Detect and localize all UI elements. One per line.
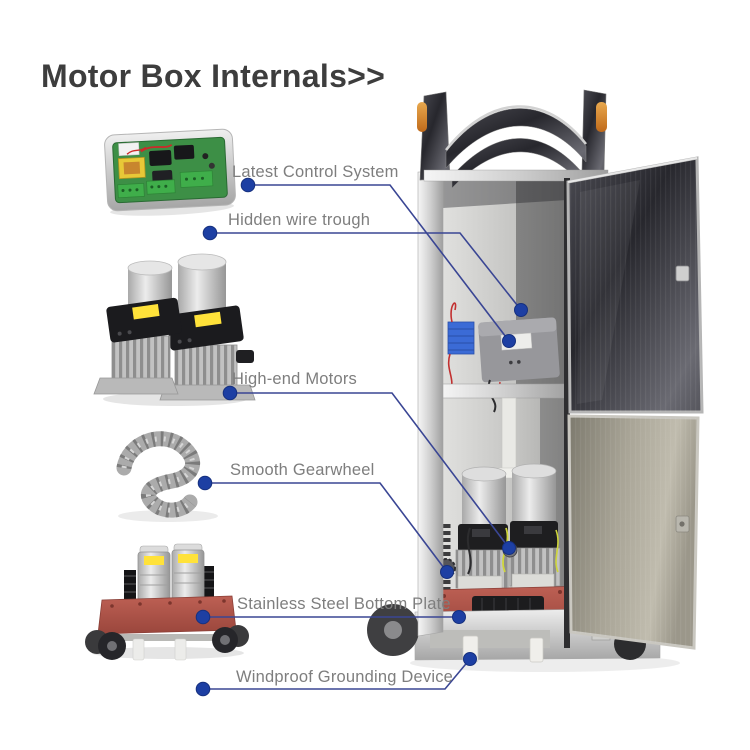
motors-photo	[93, 253, 256, 406]
callout-label-wire-trough: Hidden wire trough	[228, 211, 371, 229]
callout-lines	[203, 184, 522, 690]
line-control-system	[248, 184, 510, 342]
reflector-left	[417, 102, 427, 132]
callout-label-gearwheel: Smooth Gearwheel	[230, 461, 375, 479]
reflector-right	[596, 102, 607, 132]
cabinet-top-arch	[417, 89, 609, 189]
wire-trough-strip	[501, 397, 517, 473]
callout-label-control-system: Latest Control System	[232, 163, 399, 181]
internal-motors	[455, 463, 561, 593]
callout-dots	[195, 177, 528, 697]
page-title: Motor Box Internals>>	[41, 58, 386, 94]
control-board-photo	[104, 128, 236, 216]
line-grounding	[203, 658, 471, 690]
bottom-plate-photo	[85, 543, 249, 661]
line-wire-trough	[210, 232, 522, 311]
motor-box-cabinet	[367, 89, 704, 672]
upper-door-latch	[675, 265, 690, 282]
upper-door-open	[566, 156, 704, 414]
callout-label-grounding: Windproof Grounding Device	[236, 668, 454, 686]
callout-label-motors: High-end Motors	[232, 370, 357, 388]
callout-label-bottom-plate: Stainless Steel Bottom Plate	[237, 595, 451, 613]
line-motors	[230, 392, 510, 549]
line-gearwheel	[205, 482, 448, 573]
internal-control-box	[447, 302, 560, 413]
lower-door-open	[567, 414, 700, 650]
chain-photo	[116, 431, 218, 522]
